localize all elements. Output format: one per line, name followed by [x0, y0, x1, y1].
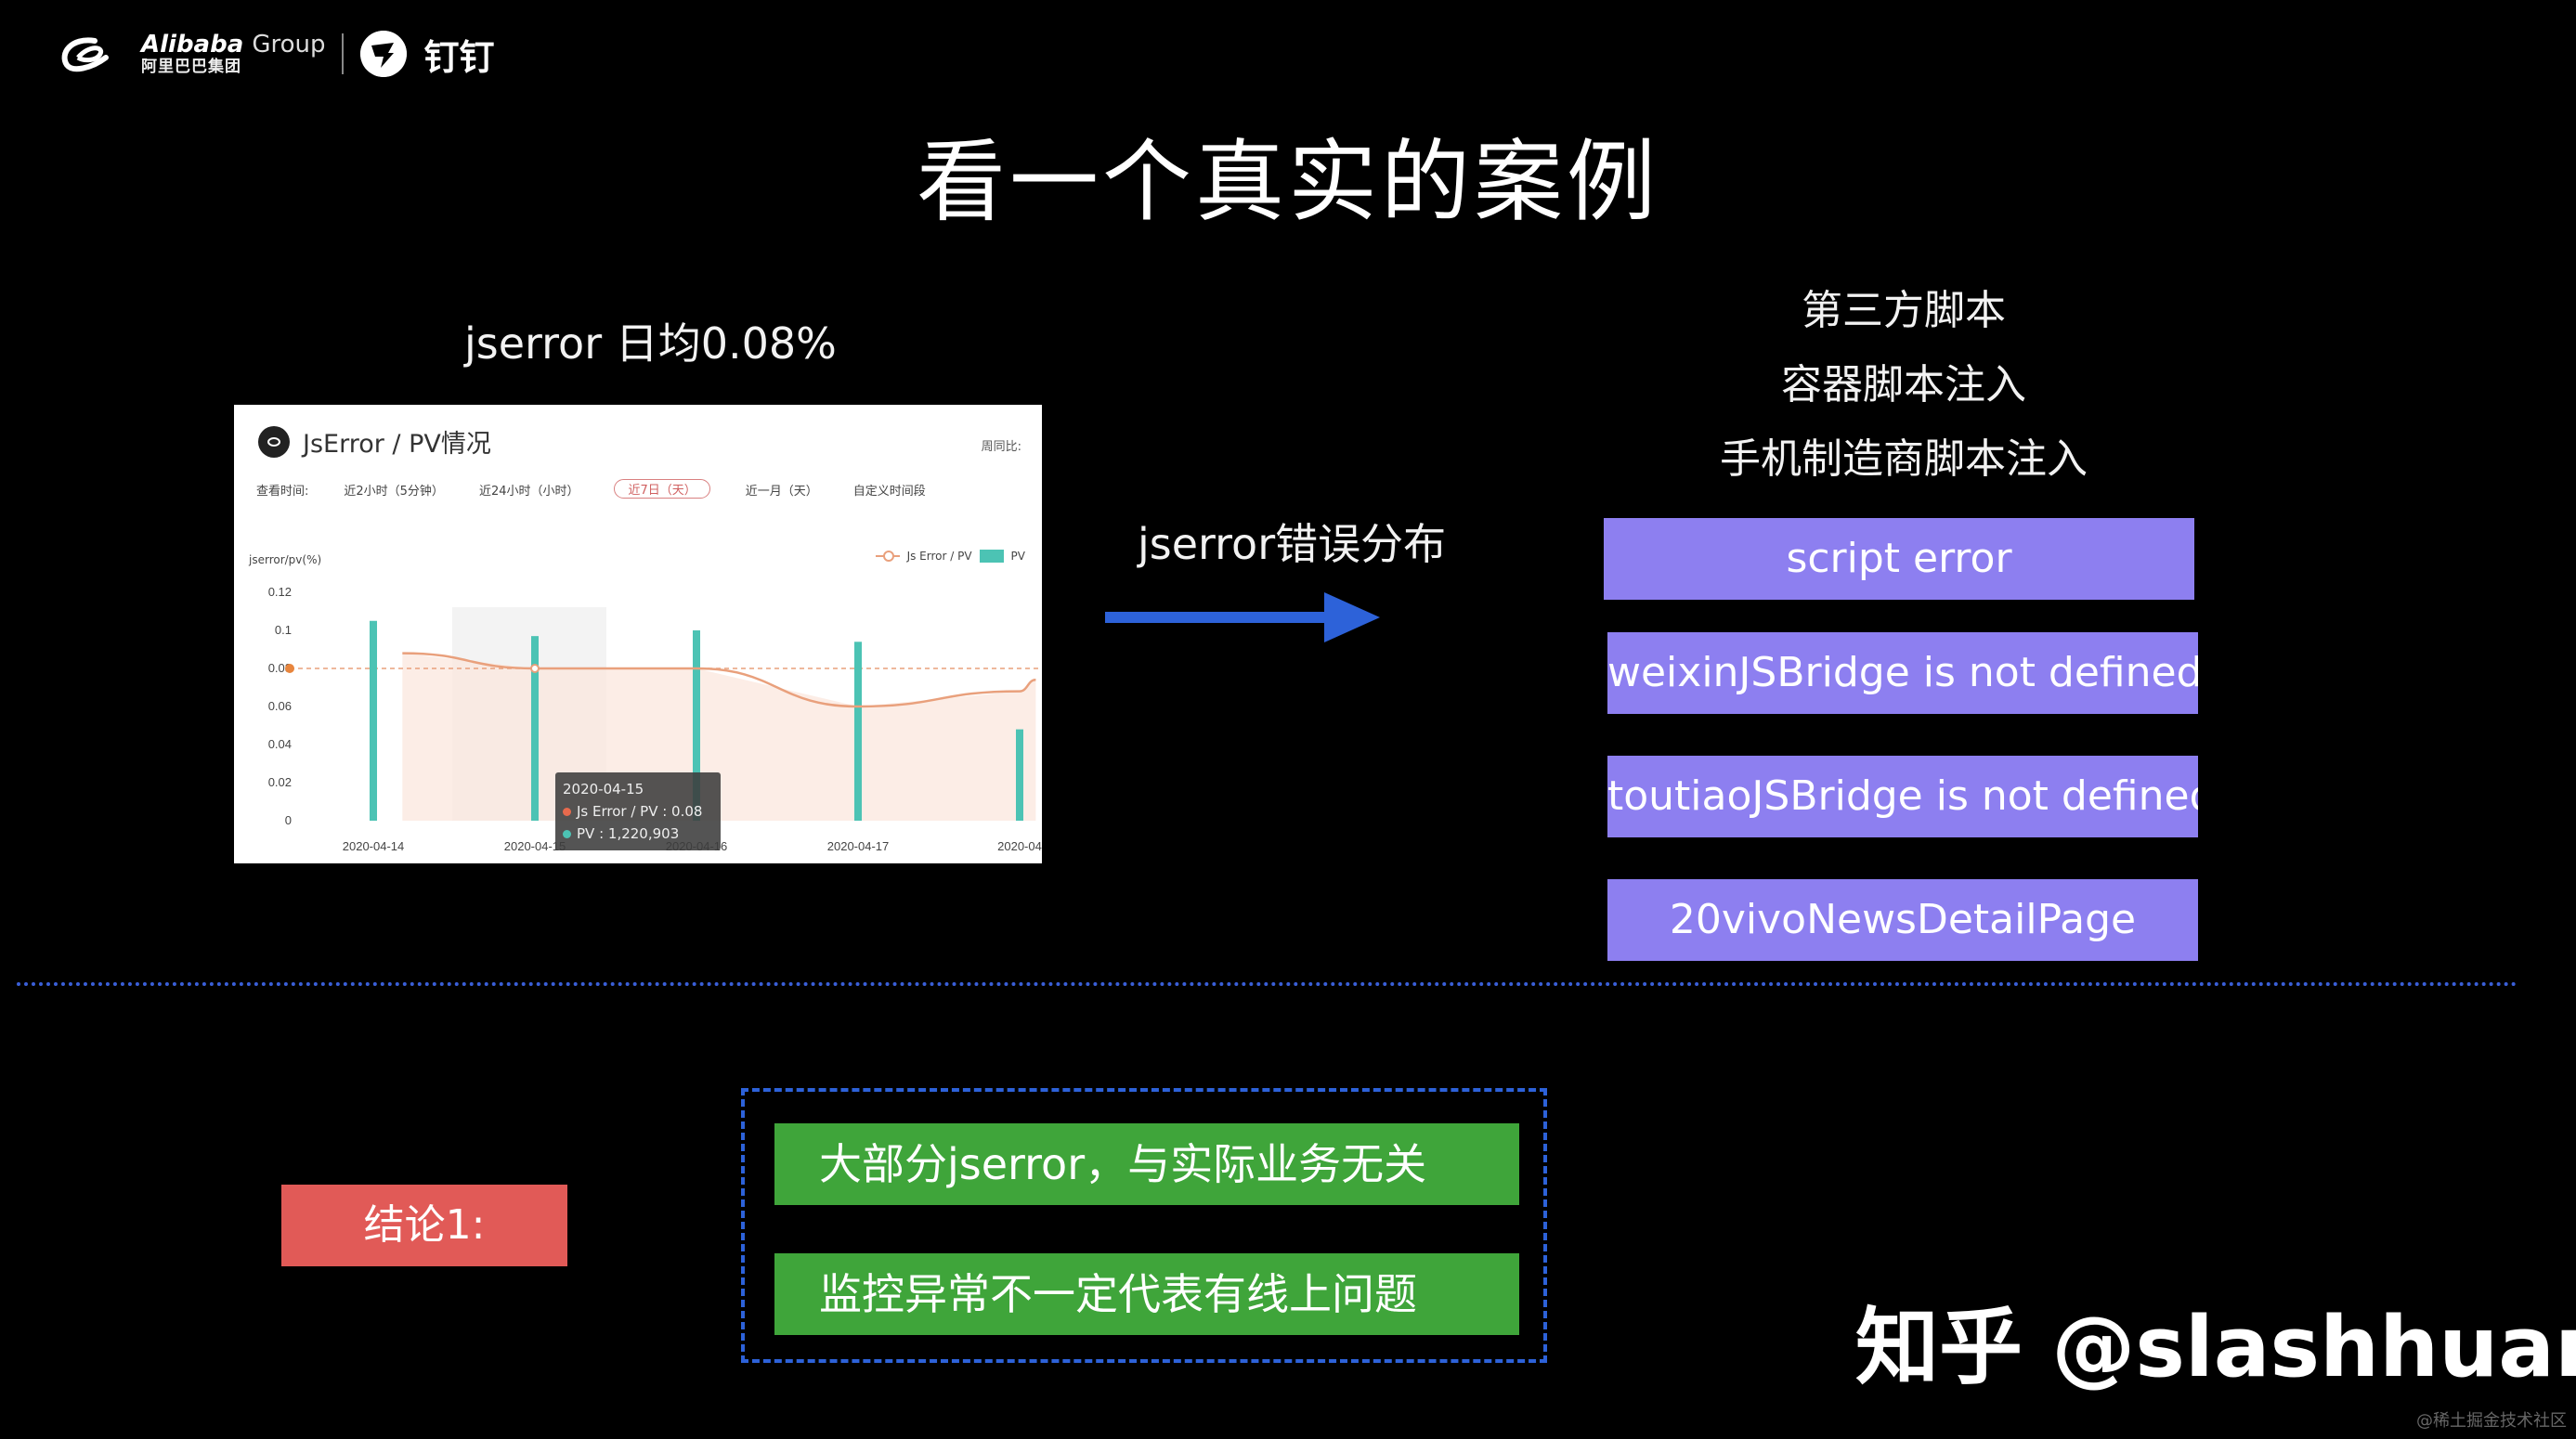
- x-tick-label: 2020-04: [997, 839, 1042, 853]
- yoy-label: 周同比:: [981, 440, 1021, 454]
- legend-line-label: Js Error / PV: [906, 550, 972, 563]
- logo-bar: Alibaba Group 阿里巴巴集团 钉钉: [58, 24, 495, 84]
- pv-bar: [693, 630, 700, 821]
- y-tick-label: 0.12: [268, 585, 292, 599]
- legend-line-swatch: [875, 551, 900, 562]
- y-axis-unit: jserror/pv(%): [249, 553, 322, 566]
- chart-legend: Js Error / PV PV: [875, 550, 1025, 563]
- cause-item: 第三方脚本: [1802, 287, 2006, 334]
- tooltip-line: Js Error / PV : 0.08: [563, 800, 713, 823]
- tooltip-pv: PV : 1,220,903: [563, 823, 713, 845]
- tooltip-date: 2020-04-15: [563, 781, 644, 797]
- legend-bar-label: PV: [1010, 550, 1025, 563]
- x-tick-label: 2020-04-15: [504, 839, 566, 853]
- zhihu-watermark: 知乎 @slashhuang: [1855, 1299, 2576, 1396]
- right-arrow-icon: [1105, 592, 1380, 642]
- conclusion-label: 结论1:: [281, 1185, 567, 1266]
- error-box-vivo: 20vivoNewsDetailPage: [1607, 879, 2198, 961]
- juejin-watermark: @稀土掘金技术社区: [2416, 1411, 2567, 1431]
- jserror-rate-line: [402, 652, 1036, 708]
- dingtalk-wordmark: 钉钉: [423, 36, 495, 78]
- time-filter-row: 查看时间: 近2小时（5分钟） 近24小时（小时） 近7日（天） 近一月（天） …: [256, 479, 961, 499]
- cause-list: 第三方脚本 容器脚本注入 手机制造商脚本注入: [1579, 274, 2229, 497]
- cause-item: 容器脚本注入: [1781, 361, 2026, 408]
- panel-header: JsError / PV情况: [258, 423, 491, 460]
- x-tick-label: 2020-04-17: [827, 839, 890, 853]
- conclusion-item: 大部分jserror，与实际业务无关: [774, 1123, 1519, 1205]
- reference-marker: [285, 664, 294, 673]
- chart-tooltip: 2020-04-15 Js Error / PV : 0.08 PV : 1,2…: [555, 772, 721, 850]
- pv-bar: [854, 642, 862, 821]
- jserror-chart-screenshot: JsError / PV情况 周同比: 查看时间: 近2小时（5分钟） 近24小…: [234, 405, 1042, 863]
- legend-bar-swatch: [979, 550, 1004, 563]
- y-tick-label: 0.06: [268, 699, 292, 713]
- conclusion-frame: [741, 1088, 1547, 1363]
- filter-label: 查看时间:: [256, 485, 309, 499]
- eye-icon: [258, 425, 290, 458]
- slide-title: 看一个真实的案例: [917, 130, 1659, 234]
- alibaba-cn-text: 阿里巴巴集团: [141, 58, 241, 76]
- alibaba-wordmark: Alibaba Group 阿里巴巴集团: [141, 32, 325, 75]
- pv-bar: [370, 620, 377, 821]
- arrow-caption: jserror错误分布: [1138, 519, 1447, 569]
- conclusion-item: 监控异常不一定代表有线上问题: [774, 1253, 1519, 1335]
- panel-title: JsError / PV情况: [303, 430, 491, 459]
- line-point: [530, 664, 540, 673]
- error-box-toutiao: toutiaoJSBridge is not defined: [1607, 756, 2198, 837]
- error-box-script-error: script error: [1604, 518, 2194, 600]
- pv-bar: [1016, 729, 1023, 821]
- alibaba-en-text: Alibaba Group: [141, 31, 326, 58]
- pv-bar: [531, 636, 539, 821]
- y-tick-label: 0.04: [268, 737, 292, 751]
- y-tick-label: 0.1: [275, 623, 292, 637]
- filter-24h[interactable]: 近24小时（小时）: [478, 485, 579, 499]
- filter-7d[interactable]: 近7日（天）: [614, 479, 710, 499]
- logo-separator: [342, 33, 345, 74]
- jserror-rate-caption: jserror 日均0.08%: [464, 318, 837, 369]
- filter-2h[interactable]: 近2小时（5分钟）: [344, 485, 444, 499]
- cause-item: 手机制造商脚本注入: [1720, 435, 2088, 483]
- alibaba-logo-icon: [61, 37, 109, 72]
- error-box-weixin: weixinJSBridge is not defined: [1607, 632, 2198, 714]
- x-tick-label: 2020-04-14: [343, 839, 405, 853]
- section-divider: [17, 982, 2518, 986]
- y-tick-label: 0.02: [268, 775, 292, 789]
- filter-custom[interactable]: 自定义时间段: [852, 485, 926, 499]
- filter-1m[interactable]: 近一月（天）: [745, 485, 818, 499]
- y-tick-label: 0.08: [268, 661, 292, 675]
- dingtalk-logo-icon: [360, 31, 408, 77]
- y-tick-label: 0: [285, 813, 292, 827]
